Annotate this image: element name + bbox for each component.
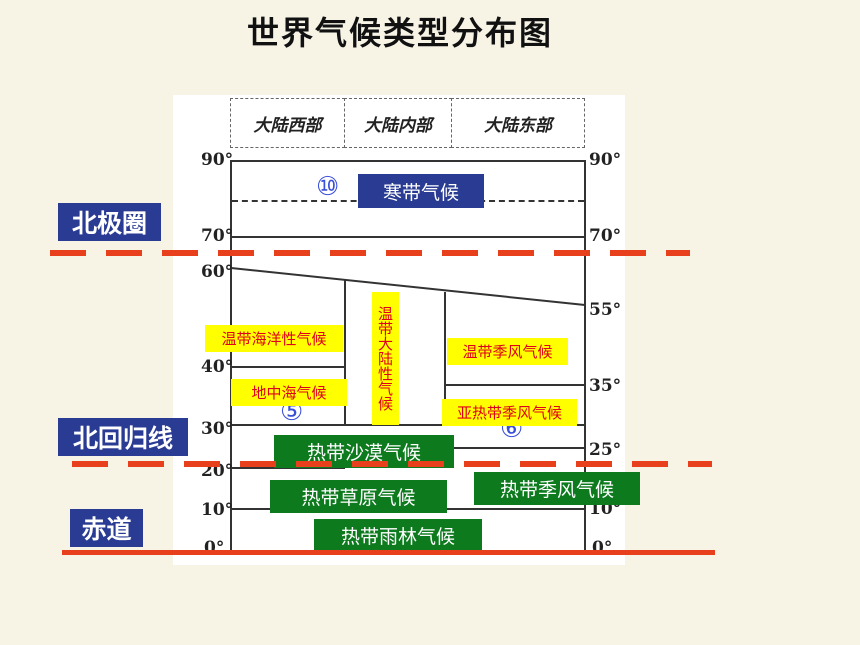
label-tropical-savanna: 热带草原气候	[270, 480, 447, 513]
lat-right-55: 55°	[589, 300, 622, 320]
tropic-of-cancer-line	[72, 461, 712, 467]
label-mediterranean: 地中海气候	[231, 379, 347, 406]
lat-right-25: 25°	[589, 440, 622, 460]
lat-right-35: 35°	[589, 376, 622, 396]
line-60-55-slope	[230, 267, 586, 306]
label-temperate-maritime: 温带海洋性气候	[205, 325, 343, 352]
page-title: 世界气候类型分布图	[246, 14, 553, 52]
lat-left-30: 30°	[201, 419, 234, 439]
label-tropical-rainforest: 热带雨林气候	[314, 519, 482, 552]
line-70	[230, 236, 586, 238]
lat-left-90: 90°	[201, 150, 234, 170]
frame-right-line	[584, 160, 586, 552]
lat-right-90: 90°	[589, 150, 622, 170]
label-tropical-monsoon: 热带季风气候	[474, 472, 640, 505]
lat-right-0: 0°	[592, 538, 613, 558]
zone-number-10: ⑩	[316, 172, 340, 202]
equator-label: 赤道	[70, 509, 143, 547]
tropic-of-cancer-label: 北回归线	[58, 418, 188, 456]
line-90	[230, 160, 586, 162]
lat-right-70: 70°	[589, 226, 622, 246]
equator-line	[62, 550, 715, 555]
lat-left-10: 10°	[201, 500, 234, 520]
arctic-circle-label: 北极圈	[58, 203, 161, 241]
label-temperate-continental: 温带大陆性气候	[372, 292, 399, 425]
lat-left-60: 60°	[201, 262, 234, 282]
lat-left-70: 70°	[201, 226, 234, 246]
frame-left-line	[230, 160, 232, 552]
label-temperate-monsoon: 温带季风气候	[447, 338, 568, 365]
arctic-circle-line	[50, 250, 690, 256]
lat-left-40: 40°	[201, 357, 234, 377]
lat-left-0: 0°	[204, 538, 225, 558]
region-east-header: 大陆东部	[451, 98, 585, 148]
label-frigid: 寒带气候	[358, 174, 484, 208]
label-subtropical-monsoon: 亚热带季风气候	[442, 399, 577, 426]
